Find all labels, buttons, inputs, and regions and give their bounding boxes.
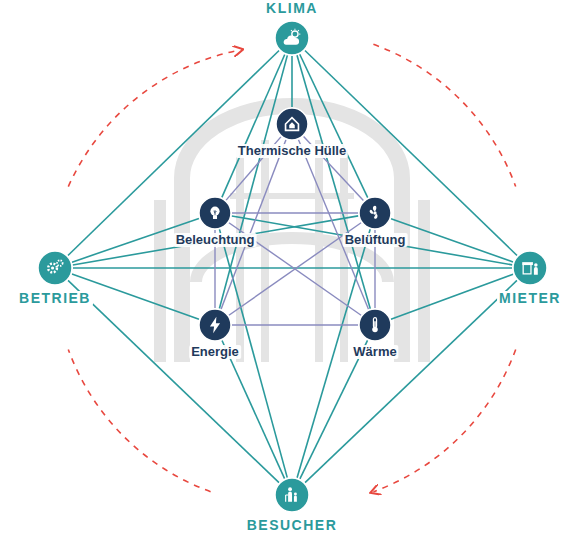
connector-line (232, 324, 358, 325)
circle-fill (276, 108, 308, 140)
connector-line (232, 212, 358, 213)
system-circle: Energie (198, 308, 232, 342)
circle-shape (358, 308, 392, 342)
circle-fill (199, 309, 231, 341)
cycle-arrows (68, 44, 515, 491)
node-icon (522, 262, 538, 275)
circle-shape (198, 196, 232, 230)
circle-shape (274, 20, 310, 56)
circle-shape (198, 308, 232, 342)
circle-fill (513, 251, 547, 285)
system-circle: Beleuchtung (198, 196, 232, 230)
circle-fill (275, 478, 309, 512)
stakeholder-circle: KLIMA (274, 20, 310, 56)
connector-line (219, 55, 287, 308)
connector-line (222, 54, 285, 197)
circle-fill (199, 197, 231, 229)
circle-shape (512, 250, 548, 286)
node-label: Thermische Hülle (236, 144, 348, 158)
circle-shape (358, 196, 392, 230)
connector-line (291, 56, 293, 107)
circle-fill (275, 21, 309, 55)
cycle-arc (68, 50, 240, 187)
node-icon (284, 29, 301, 45)
cycle-arc (68, 349, 210, 491)
connector-line (305, 280, 517, 482)
circle-fill (359, 197, 391, 229)
node-icon (210, 317, 220, 334)
node-label: BESUCHER (245, 518, 340, 533)
circle-shape (37, 250, 73, 286)
connector-line (300, 340, 368, 479)
node-icon (286, 487, 297, 502)
node-icon (210, 207, 219, 219)
node-label: Belüftung (343, 233, 408, 247)
node-icon (370, 206, 378, 219)
stakeholder-circle: MIETER (512, 250, 548, 286)
node-icon (48, 260, 62, 272)
connector-line (391, 274, 513, 319)
circle-shape (275, 107, 309, 141)
system-circle: Belüftung (358, 196, 392, 230)
node-icon (372, 318, 378, 333)
node-label: Energie (189, 345, 241, 359)
system-circle: Wärme (358, 308, 392, 342)
connector-line (222, 340, 285, 478)
cycle-arc (373, 349, 515, 491)
node-label: Beleuchtung (174, 233, 257, 247)
circle-fill (38, 251, 72, 285)
node-label: BETRIEB (17, 291, 93, 306)
connector-line (391, 219, 513, 262)
connector-line (297, 55, 370, 308)
cycle-arc (373, 44, 515, 186)
stakeholder-circle: BETRIEB (37, 250, 73, 286)
connector-line (300, 54, 368, 197)
building-silhouette (160, 106, 424, 362)
node-label: KLIMA (264, 1, 320, 16)
system-circle: Thermische Hülle (275, 107, 309, 141)
node-label: MIETER (497, 291, 563, 306)
circle-fill (359, 309, 391, 341)
node-label: Wärme (351, 345, 398, 359)
node-icon (286, 118, 299, 131)
circle-shape (274, 477, 310, 513)
stakeholder-circle: BESUCHER (274, 477, 310, 513)
